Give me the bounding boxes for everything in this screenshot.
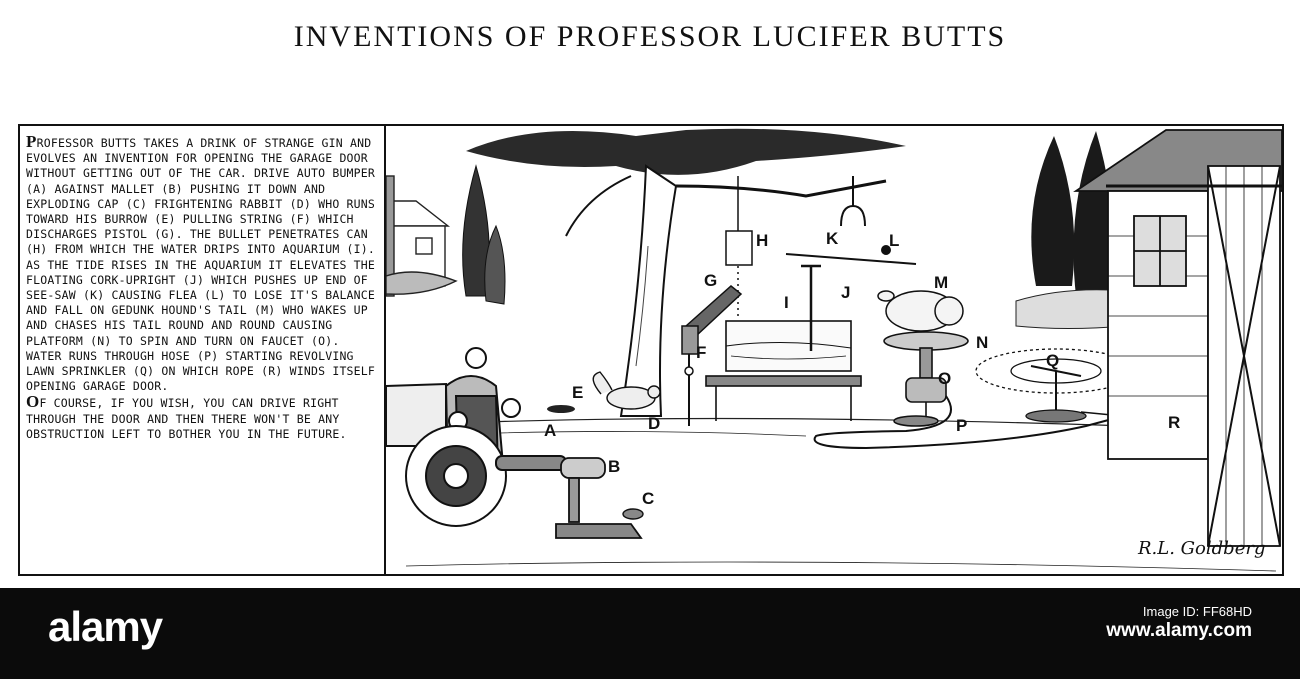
label-e: E <box>572 383 583 402</box>
poplar-trees <box>462 164 506 305</box>
invention-illustration: A B C D E F G H I J K L M N O P Q R R.L.… <box>386 126 1282 574</box>
label-q: Q <box>1046 351 1059 370</box>
garage <box>1073 129 1282 547</box>
burrow <box>547 405 575 413</box>
drop-cap-p: P <box>26 132 37 151</box>
label-h: H <box>756 231 768 250</box>
rabbit <box>592 371 661 410</box>
label-n: N <box>976 333 988 352</box>
label-r: R <box>1168 413 1180 432</box>
label-a: A <box>544 421 556 440</box>
label-o: O <box>938 369 951 388</box>
faucet <box>893 377 947 427</box>
mallet <box>555 457 643 539</box>
label-j: J <box>841 283 850 302</box>
see-saw <box>785 176 917 265</box>
cartoon-panel: Professor Butts takes a drink of strange… <box>18 124 1284 576</box>
image-id: Image ID: FF68HD <box>1142 604 1252 619</box>
big-tree <box>466 128 906 417</box>
aquarium <box>705 264 862 421</box>
car <box>386 347 567 527</box>
label-p: P <box>956 416 967 435</box>
label-f: F <box>696 343 706 362</box>
footer-url: www.alamy.com <box>1106 620 1252 641</box>
cap <box>622 508 644 520</box>
label-g: G <box>704 271 717 290</box>
watermark-footer: alamy Image ID: FF68HD www.alamy.com <box>0 588 1300 679</box>
label-l: L <box>889 231 899 250</box>
right-trees <box>1031 131 1115 296</box>
caption-text-1: rofessor Butts takes a drink of strange … <box>26 136 376 394</box>
illustration-svg: A B C D E F G H I J K L M N O P Q R R.L.… <box>386 128 1282 572</box>
label-m: M <box>934 273 948 292</box>
caption-text-2: f course, if you wish, you can drive rig… <box>26 396 347 441</box>
caption-paragraph-2: Of course, if you wish, you can drive ri… <box>26 392 378 442</box>
lawn-sprinkler <box>975 348 1137 423</box>
page-title: INVENTIONS OF PROFESSOR LUCIFER BUTTS <box>293 20 1007 53</box>
artist-signature: R.L. Goldberg <box>1137 538 1265 559</box>
label-c: C <box>642 489 654 508</box>
caption-column: Professor Butts takes a drink of strange… <box>20 126 386 574</box>
hose <box>813 395 1117 450</box>
alamy-logo: alamy <box>48 603 163 650</box>
drop-cap-o: O <box>26 392 40 412</box>
platform <box>883 331 969 379</box>
pistol <box>681 285 743 426</box>
footer-meta: Image ID: FF68HD www.alamy.com <box>1106 602 1252 640</box>
label-b: B <box>608 457 620 476</box>
label-d: D <box>648 414 660 433</box>
hound <box>877 290 964 332</box>
label-i: I <box>784 293 789 312</box>
background-house <box>386 175 458 297</box>
label-k: K <box>826 229 839 248</box>
caption-paragraph-1: Professor Butts takes a drink of strange… <box>26 132 378 394</box>
